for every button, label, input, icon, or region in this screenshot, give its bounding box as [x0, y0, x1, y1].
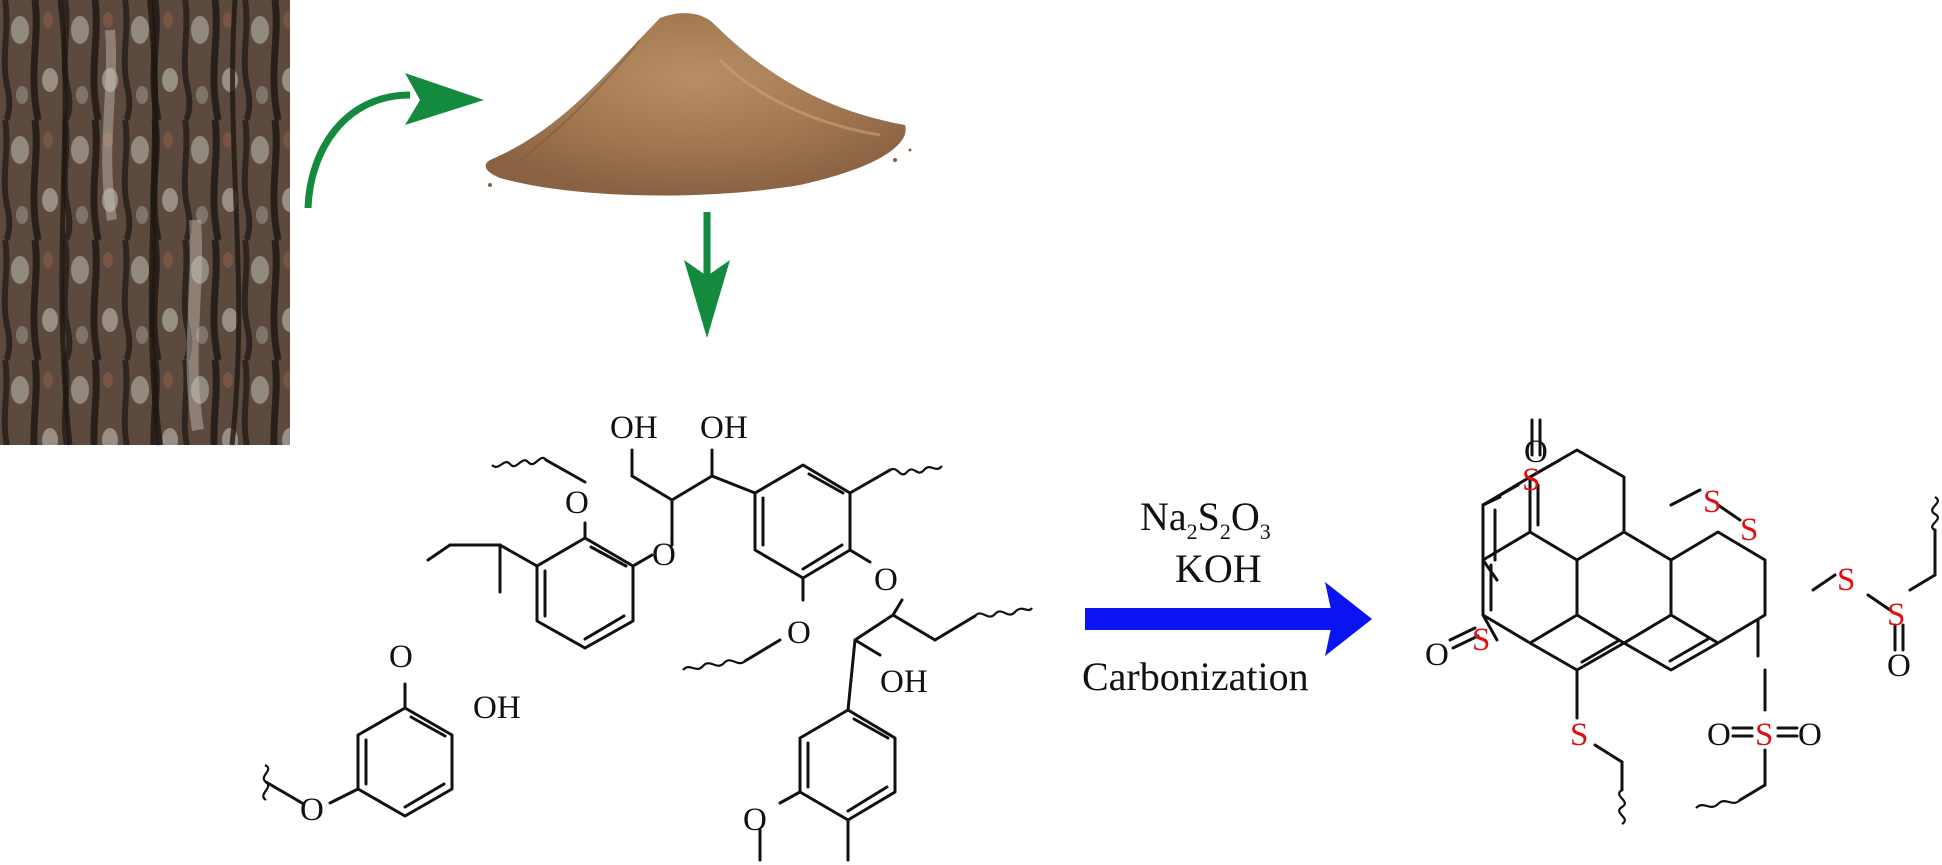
product-s-right-2: S — [1887, 597, 1905, 633]
reagent-koh: KOH — [1175, 546, 1262, 591]
lignin-o-7: O — [743, 802, 767, 838]
reagent-sub-2: 2 — [1220, 519, 1231, 544]
product-s-ss-2: S — [1740, 512, 1758, 548]
lignin-labels: OH OH OH OH O O O O O O O — [300, 410, 928, 838]
lignin-o-4: O — [300, 792, 324, 828]
reagent-sub-3: 3 — [1260, 519, 1271, 544]
product-o-right: O — [1887, 648, 1911, 684]
reagent-sodium-thiosulfate: Na2S2O3 — [1140, 494, 1271, 544]
sulfur-doped-carbon-structure — [1448, 418, 1939, 825]
product-s-right-1: S — [1837, 562, 1855, 598]
down-green-arrow — [684, 212, 730, 338]
lignin-o-5: O — [874, 562, 898, 598]
reaction-arrow — [1085, 582, 1372, 656]
product-s-bottom: S — [1570, 717, 1588, 753]
product-o-left: O — [1425, 637, 1449, 673]
product-o-top: O — [1524, 434, 1548, 470]
lignin-oh-2: OH — [700, 410, 748, 446]
lignin-o-1: O — [565, 485, 589, 521]
lignin-oh-1: OH — [610, 410, 658, 446]
product-s-sulfone: S — [1755, 717, 1773, 753]
lignin-oh-4: OH — [880, 664, 928, 700]
product-s-thio-top: S — [1522, 462, 1540, 498]
reagent-o: O — [1231, 494, 1260, 539]
product-labels: O S S O S S S S O S S O O — [1425, 434, 1911, 753]
condition-carbonization: Carbonization — [1082, 654, 1309, 699]
lignin-o-3: O — [389, 639, 413, 675]
product-s-ss-1: S — [1703, 484, 1721, 520]
lignin-o-6: O — [787, 615, 811, 651]
reagent-sub-1: 2 — [1187, 519, 1198, 544]
reagent-s: S — [1198, 494, 1220, 539]
lignin-oh-3: OH — [473, 690, 521, 726]
sawdust-powder-image — [485, 13, 912, 196]
curved-green-arrow — [304, 73, 484, 209]
reagent-na: Na — [1140, 494, 1187, 539]
product-s-thio-left: S — [1472, 622, 1490, 658]
lignin-o-2: O — [652, 537, 676, 573]
product-o-sulfone-right: O — [1798, 717, 1822, 753]
product-o-sulfone-left: O — [1707, 717, 1731, 753]
tree-bark-image — [0, 0, 290, 446]
lignin-structure — [262, 448, 1033, 862]
